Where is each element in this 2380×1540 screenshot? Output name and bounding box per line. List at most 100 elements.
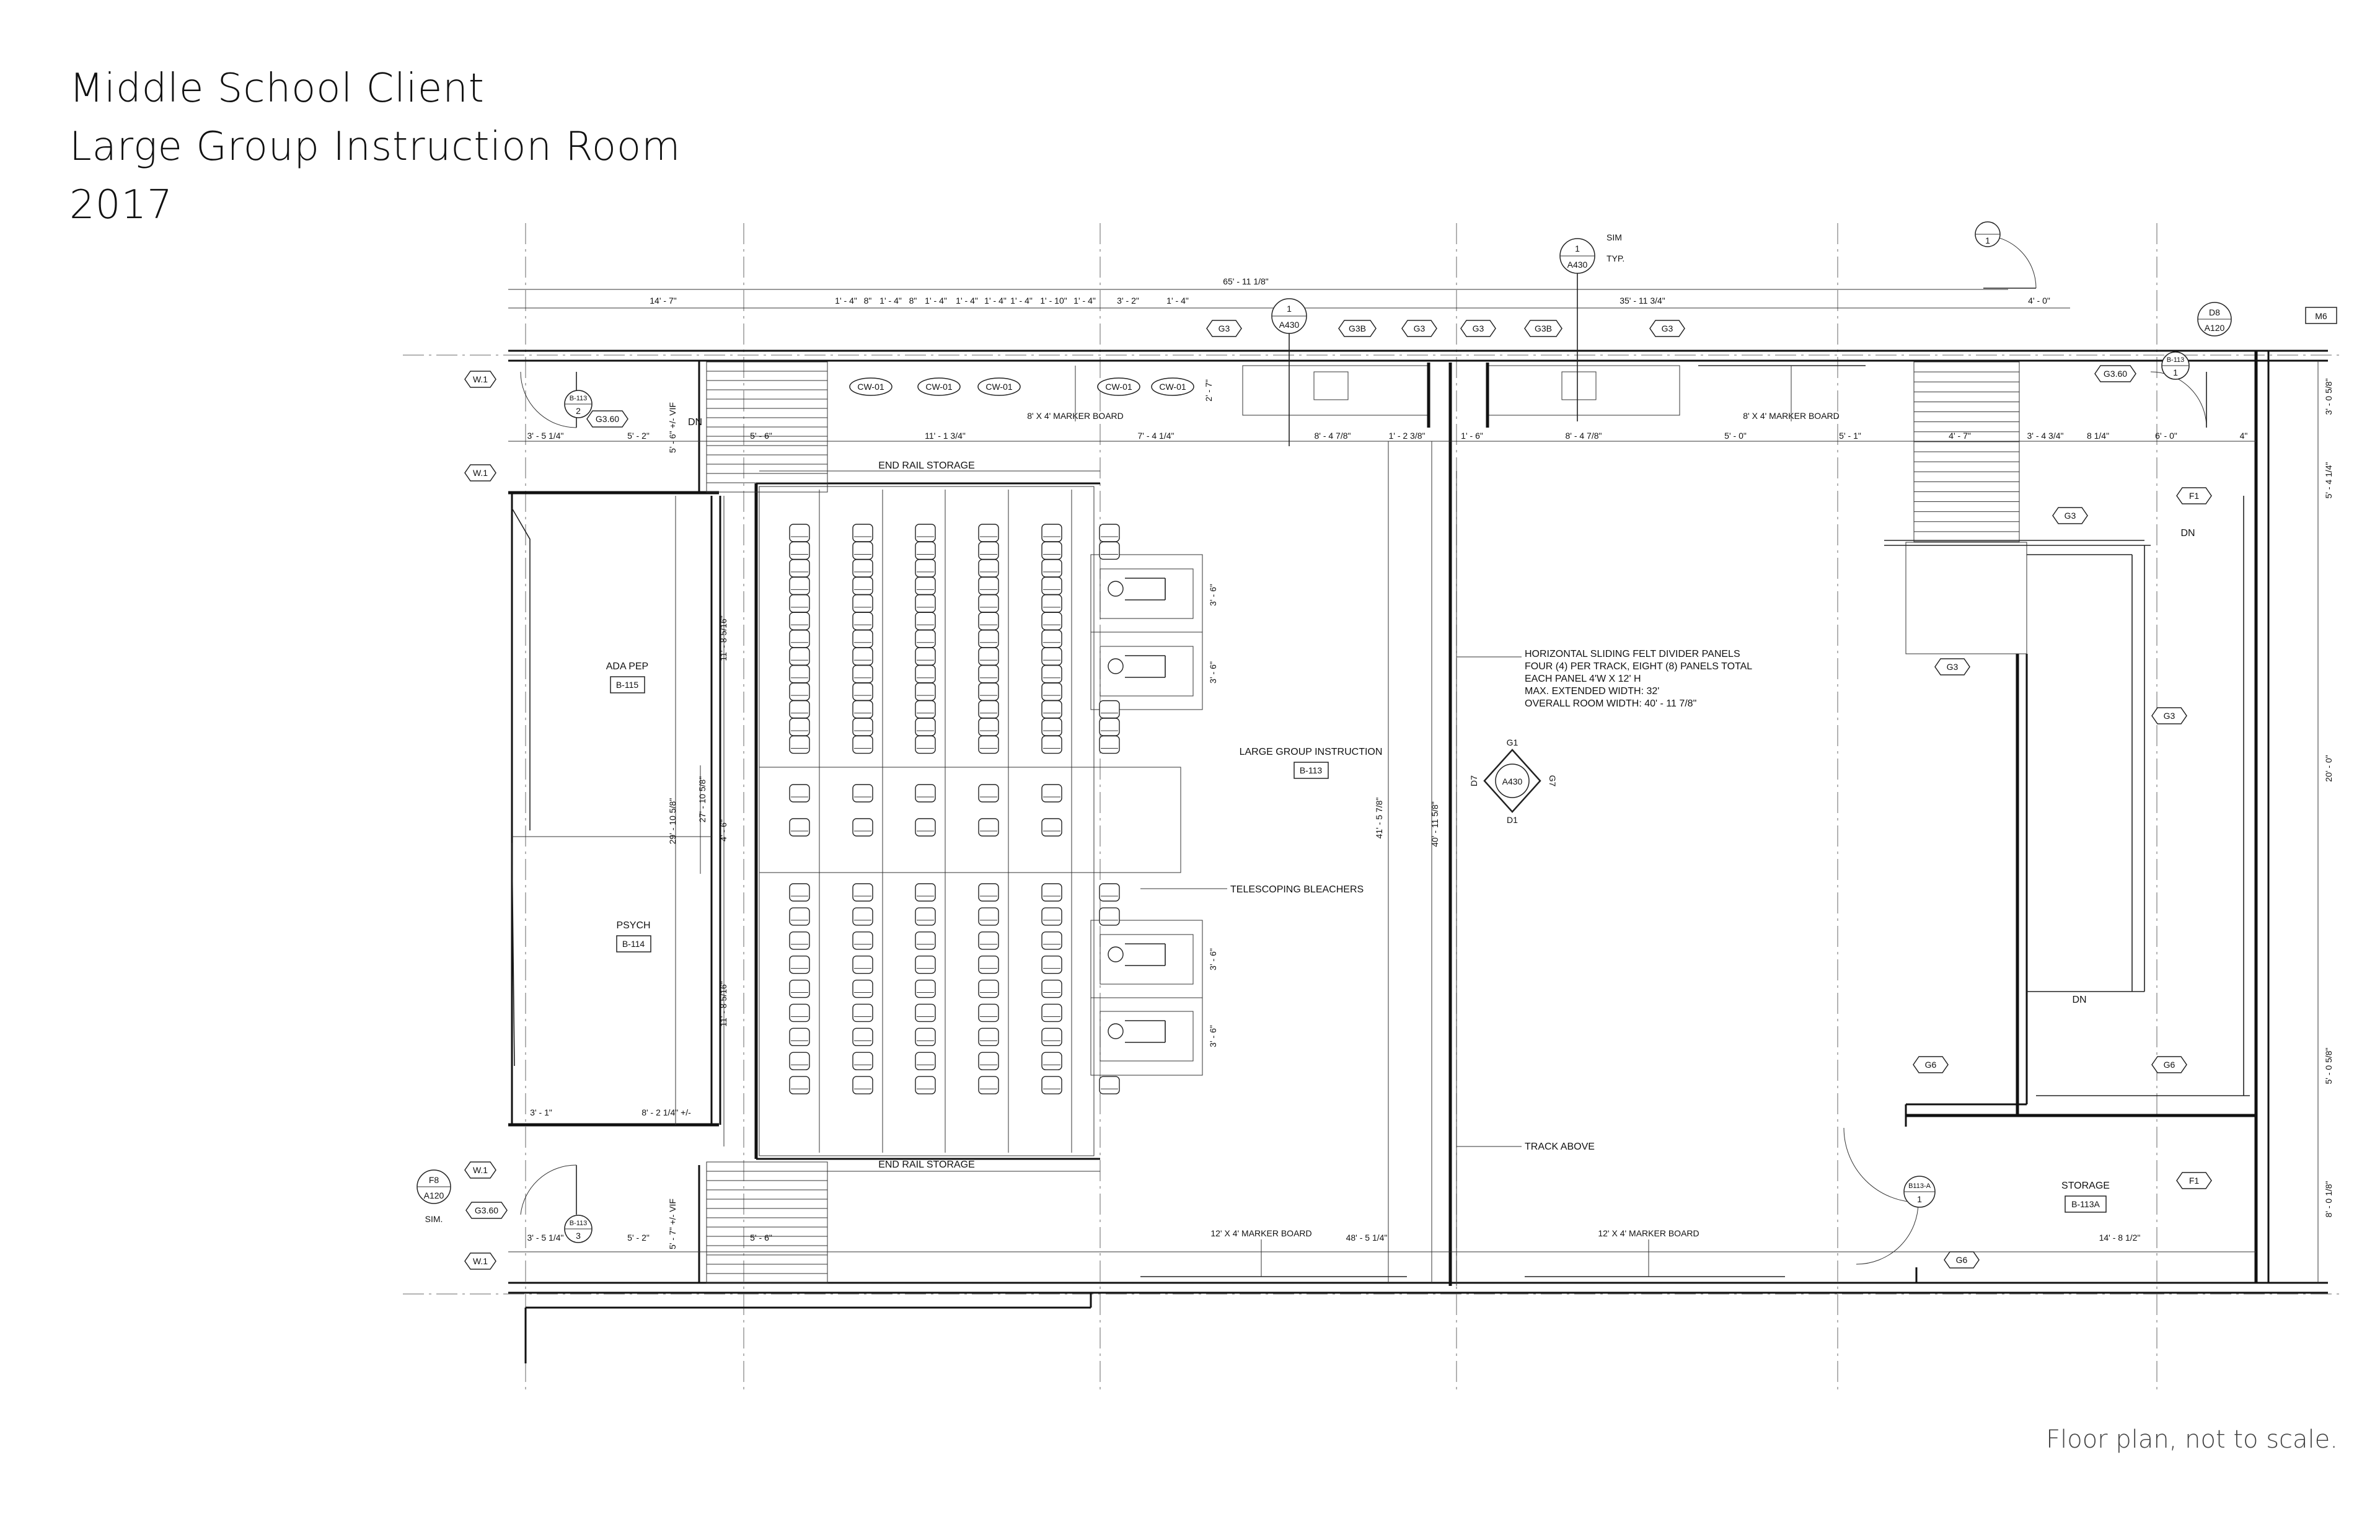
bleacher-seat: [915, 1076, 936, 1094]
note-marker-12x4-left: 12' X 4' MARKER BOARD: [1210, 1228, 1311, 1238]
bleacher-seat: [978, 612, 999, 631]
bleacher-seat: [978, 1027, 999, 1047]
bleacher-seat: [1041, 541, 1062, 560]
dim-a8-4b: 8' - 4 7/8": [1565, 431, 1602, 441]
bleacher-seat: [978, 541, 999, 560]
door-b113a-b: 1: [1917, 1194, 1922, 1204]
door-b113a-a: B113-A: [1908, 1182, 1931, 1190]
bleacher-seat: [852, 700, 873, 719]
dim-v3-6d: 3' - 6": [1208, 1025, 1218, 1047]
tag-g3-1: G3: [1206, 320, 1242, 337]
dim-v3-6a: 3' - 6": [1208, 584, 1218, 606]
door-b113-1b: 1: [2173, 367, 2178, 377]
f8-sheet: A120: [424, 1190, 444, 1200]
dim-3-2: 3' - 2": [1117, 296, 1139, 306]
bleacher-seat: [789, 907, 810, 926]
dim-a1-6: 1' - 6": [1461, 431, 1483, 441]
dim-v11-8a: 11' - 8 5/16": [718, 615, 728, 661]
wheelchair-space: [1100, 934, 1194, 985]
dim-1-10: 1' - 10": [1040, 296, 1067, 306]
dimensions-vertical: 5' - 6" +/- VIF 5' - 7" +/- VIF 11' - 8 …: [668, 378, 2334, 1249]
dim-v40: 40' - 11 5/8": [1430, 801, 1440, 847]
title-client: Middle School Client: [69, 66, 485, 112]
tag-g3-3: G3: [1401, 320, 1437, 337]
bleacher-seat: [789, 1052, 810, 1070]
note-end-rail-bottom: END RAIL STORAGE: [878, 1159, 975, 1170]
dim-v3-6c: 3' - 6": [1208, 948, 1218, 970]
d8-sheet: A120: [2205, 323, 2225, 333]
dim-v4-6: 4' - 6": [718, 819, 728, 842]
casework-left: [1242, 363, 1430, 428]
door-b113-2b: 2: [576, 406, 581, 416]
bleacher-seat: [1041, 955, 1062, 974]
bleacher-seat: [852, 647, 873, 666]
bleacher-seat: [1099, 907, 1120, 926]
tag-text: W.1: [473, 468, 488, 478]
bleacher-seat: [978, 735, 999, 754]
tag-g3-4: G3: [1460, 320, 1496, 337]
bleacher-seat: [852, 630, 873, 648]
dim-d2-7: 2' - 7": [1204, 379, 1214, 402]
casework-right: [1486, 363, 1680, 428]
bleacher-seat: [915, 559, 936, 578]
bleacher-seat: [978, 931, 999, 950]
tag-text: G3.60: [2104, 369, 2127, 379]
bleacher-seat: [915, 718, 936, 736]
bleacher-seat: [915, 883, 936, 902]
sec-mid-sheet: A430: [1279, 320, 1300, 330]
bleacher-seat: [1041, 559, 1062, 578]
bleacher-seat: [852, 664, 873, 684]
sec-mid-num: 1: [1287, 304, 1292, 314]
bleacher-seat: [789, 979, 810, 998]
sec-top-note: SIM: [1606, 232, 1622, 242]
tag-g360-2: G3.60: [465, 1202, 508, 1219]
bleacher-seat: [852, 784, 873, 803]
tag-g360-1: G3.60: [586, 410, 628, 428]
bleacher-seat: [915, 682, 936, 701]
bleacher-seat: [1041, 682, 1062, 701]
room-name-psych: PSYCH: [616, 920, 650, 931]
bleacher-seat: [1041, 612, 1062, 631]
bleacher-seat: [852, 931, 873, 950]
bleacher-seat: [789, 541, 810, 560]
tag-text: G6: [1956, 1255, 1968, 1265]
dim-1-4e: 1' - 4": [984, 296, 1007, 306]
bleacher-seat: [915, 818, 936, 837]
dim-a4-7: 4' - 7": [1949, 431, 1971, 441]
note-divider-1: HORIZONTAL SLIDING FELT DIVIDER PANELS: [1525, 649, 1740, 659]
bleacher-seat: [1041, 1027, 1062, 1047]
bleacher-seat: [978, 664, 999, 684]
dim-a5-6: 5' - 6": [750, 431, 772, 441]
bleacher-seat: [978, 576, 999, 596]
bleacher-seat: [1041, 718, 1062, 736]
room-number-storage: B-113A: [2071, 1199, 2100, 1209]
tag-g3b-1: G3B: [1338, 320, 1377, 337]
bleacher-seat: [852, 979, 873, 998]
elev-d7: D7: [1469, 775, 1479, 786]
dim-8b: 8": [909, 296, 917, 306]
grid-lines: [403, 223, 2343, 1394]
bleacher-seat: [852, 718, 873, 736]
tag-text: G3: [1414, 323, 1426, 333]
door-b113-2a: B-113: [570, 395, 588, 402]
walls: [508, 350, 2328, 1363]
tag-text: G3.60: [475, 1205, 498, 1215]
elev-g1: G1: [1507, 737, 1518, 747]
dim-b8-2: 8' - 2 1/4" +/-: [641, 1107, 691, 1117]
dim-v5-7vif: 5' - 7" +/- VIF: [668, 1199, 677, 1249]
wheelchair-space: [1100, 646, 1194, 697]
marker-boards: [1140, 365, 1866, 1277]
f8-num: F8: [429, 1175, 439, 1185]
tag-g6-2: G6: [2151, 1056, 2187, 1073]
bleacher-seat: [915, 647, 936, 666]
tag-text: G3B: [1535, 323, 1552, 333]
room-large-group-instruction: LARGE GROUP INSTRUCTION B-113: [1240, 747, 1382, 779]
dim-14-7: 14' - 7": [650, 296, 676, 306]
bleacher-seat: [915, 1027, 936, 1047]
tag-text: F1: [2189, 491, 2200, 501]
title-year: 2017: [69, 182, 173, 228]
tag-cw-5: CW-01: [1159, 382, 1186, 392]
door-b113-3b: 3: [576, 1231, 581, 1241]
dim-v3-6b: 3' - 6": [1208, 661, 1218, 684]
bleacher-seat: [978, 818, 999, 837]
